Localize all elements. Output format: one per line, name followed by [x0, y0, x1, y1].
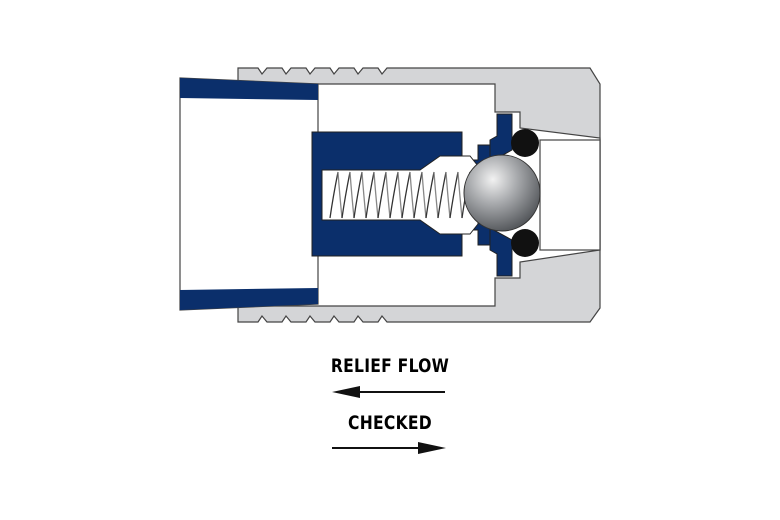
check-ball — [463, 154, 541, 232]
tube-wall-bottom — [180, 288, 318, 310]
spring-coil — [329, 171, 339, 219]
arrow-left-icon — [332, 386, 445, 398]
inlet-tube — [179, 77, 319, 311]
spring-coil-back — [445, 171, 451, 219]
spring-coil-back — [433, 171, 439, 219]
spring — [329, 171, 475, 219]
spring-coil — [377, 171, 387, 219]
spring-coil — [425, 171, 435, 219]
spring-coil — [413, 171, 423, 219]
outlet-port — [539, 139, 601, 251]
relief-flow-label: RELIEF FLOW — [330, 355, 450, 377]
spring-coil-back — [373, 171, 379, 219]
tube-wall-top — [180, 78, 318, 100]
spring-coil — [401, 171, 411, 219]
arrow-right-icon — [332, 442, 446, 454]
spring-coil-back — [421, 171, 427, 219]
spring-coil — [437, 171, 447, 219]
spring-coil — [365, 171, 375, 219]
spring-coil — [353, 171, 363, 219]
spring-coil — [341, 171, 351, 219]
spring-coil-back — [349, 171, 355, 219]
o-ring-top — [511, 129, 539, 157]
spring-coil-back — [457, 171, 463, 219]
spring-coil-back — [337, 171, 343, 219]
spring-coil-back — [397, 171, 403, 219]
o-ring-bottom — [511, 229, 539, 257]
spring-coil — [449, 171, 459, 219]
checked-label: CHECKED — [348, 412, 432, 434]
spring-coil-back — [361, 171, 367, 219]
spring-coil-back — [385, 171, 391, 219]
spring-coil — [389, 171, 399, 219]
spring-coil-back — [409, 171, 415, 219]
